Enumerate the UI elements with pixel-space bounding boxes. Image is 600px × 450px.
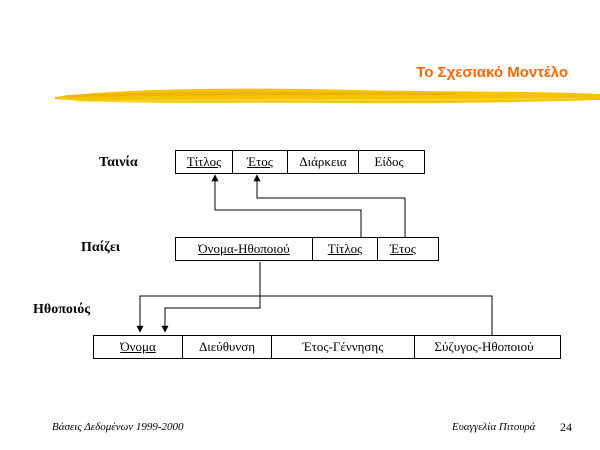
footer-author: Ευαγγελία Πιτουρά xyxy=(452,421,536,433)
ithopoios-col-etos-gennisis: Έτος-Γέννησης xyxy=(272,336,415,358)
table-ithopoios: Όνομα Διεύθυνση Έτος-Γέννησης Σύζυγος-Ηθ… xyxy=(93,335,561,359)
tainia-col-etos: Έτος xyxy=(233,151,288,173)
table-name-paizei: Παίζει xyxy=(81,240,121,255)
footer-course: Βάσεις Δεδομένων 1999-2000 xyxy=(52,421,184,433)
tainia-col-titlos: Τίτλος xyxy=(176,151,233,173)
arrow-paizei-titlos-to-tainia-titlos xyxy=(211,174,362,237)
ithopoios-col-syzygos-ithopoiou: Σύζυγος-Ηθοποιού xyxy=(434,339,534,354)
ithopoios-col-dieythynsi: Διεύθυνση xyxy=(183,336,272,358)
table-name-ithopoios: Ηθοποιός xyxy=(33,302,91,317)
ithopoios-col-onoma: Όνομα xyxy=(94,336,183,358)
tainia-col-eidos: Είδος xyxy=(374,154,404,169)
arrow-syzygos-to-ithopoios-onoma xyxy=(136,295,493,335)
slide-title: Το Σχεσιακό Μοντέλο xyxy=(416,64,568,81)
tainia-col-diarkeia: Διάρκεια xyxy=(288,151,359,173)
table-name-tainia: Ταινία xyxy=(99,155,138,170)
table-paizei: Όνομα-Ηθοποιού Τίτλος Έτος xyxy=(175,237,439,261)
arrow-paizei-onoma-to-ithopoios-onoma xyxy=(161,262,261,333)
arrow-paizei-etos-to-tainia-etos xyxy=(253,174,406,237)
title-brush-stroke xyxy=(55,88,600,104)
paizei-col-etos: Έτος xyxy=(390,241,416,256)
paizei-col-onoma-ithopoiou: Όνομα-Ηθοποιού xyxy=(176,238,313,260)
table-tainia: Τίτλος Έτος Διάρκεια Είδος xyxy=(175,150,425,174)
paizei-col-titlos: Τίτλος xyxy=(313,238,378,260)
page-number: 24 xyxy=(560,420,572,434)
